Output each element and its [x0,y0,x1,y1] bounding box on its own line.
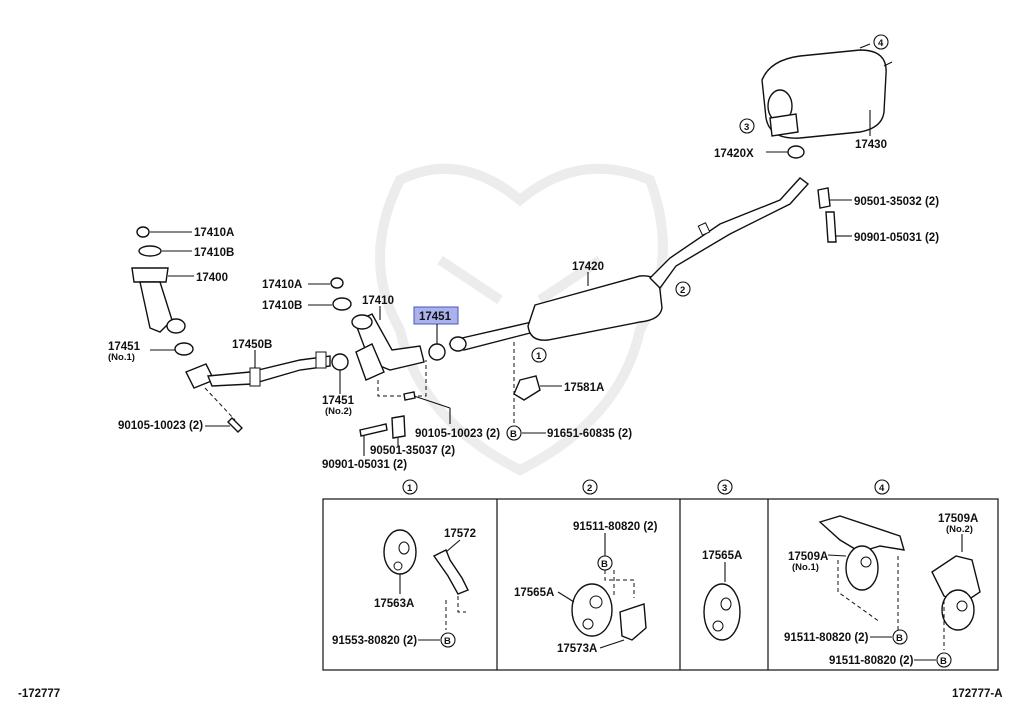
callout-B-diagram-text: B [510,429,517,440]
box3-hanger-17565A[interactable] [703,583,741,641]
box1-label-17572: 17572 [444,528,476,540]
label-90501-35037: 90501-35037 (2) [370,445,455,457]
label-17400: 17400 [196,272,228,284]
front-pipe-17450B[interactable] [185,351,331,389]
box4-callout-B-a-text: B [896,633,903,644]
gasket-17451-no2[interactable] [331,353,349,371]
box4-callout-B-a [892,629,908,645]
callout-3-diagram-text: 3 [744,122,749,133]
callout-3-box-text: 3 [722,483,727,494]
gasket-17410B[interactable] [332,297,352,311]
callout-4-diagram [873,34,889,50]
label-17420X: 17420X [714,148,754,160]
callout-4-box [874,479,890,495]
box1-callout-B-text: B [444,636,451,647]
callout-1-box [402,479,418,495]
label-17410B-mid: 17410B [262,300,302,312]
bolt-90901-right[interactable] [825,211,837,243]
spring-90501-35032[interactable] [817,187,831,209]
bolt-90105-mid[interactable] [403,391,416,401]
bolt-90901-left[interactable] [359,423,388,437]
footer-left-code: -172777 [18,688,60,700]
label-17410B-top: 17410B [194,247,234,259]
label-90901-right: 90901-05031 (2) [854,232,939,244]
catalytic-converter-17400[interactable] [131,226,194,356]
box4-label-17509A-no2-sub: (No.2) [946,524,973,535]
box4-label-91511-b: 91511-80820 (2) [829,655,914,667]
label-90901-left: 90901-05031 (2) [322,459,407,471]
box4-label-17509A-no1-sub: (No.1) [792,562,819,573]
label-17451-no1-sub: (No.1) [108,352,135,363]
label-17450B: 17450B [232,339,272,351]
callout-1-diagram [531,347,547,363]
center-pipe-17410[interactable] [351,313,425,381]
callout-3-box [717,479,733,495]
box1-hanger-17563A[interactable] [383,529,417,575]
label-17410: 17410 [362,295,394,307]
box2-label-17573A: 17573A [557,643,597,655]
watermark-mascot [375,163,668,476]
box2-callout-B-text: B [601,559,608,570]
box2-hanger-17565A[interactable] [571,583,613,637]
box4-label-17509A-no2: 17509A [938,513,978,525]
box4-callout-B-b-text: B [940,656,947,667]
box4-label-91511-a: 91511-80820 (2) [784,632,869,644]
label-17581A: 17581A [564,382,604,394]
label-17430: 17430 [855,139,887,151]
label-17451-highlighted: 17451 [419,311,452,323]
callout-4-box-text: 4 [879,483,885,494]
box4-bracket-17509A-no2[interactable] [931,555,981,631]
box2-label-91511: 91511-80820 (2) [573,521,658,533]
callout-3-diagram [739,118,755,134]
callout-1-diagram-text: 1 [536,351,542,362]
box2-bracket-17573A[interactable] [619,603,647,641]
nut-17410A[interactable] [330,277,344,289]
box1-label-91553: 91553-80820 (2) [332,635,417,647]
main-muffler-17420[interactable] [448,177,810,352]
box3-label-17565A: 17565A [702,550,742,562]
hanger-bracket-17581A[interactable] [513,375,541,401]
gasket-17420X[interactable] [787,145,805,159]
label-17451-no1: 17451 [108,341,141,353]
label-17420: 17420 [572,261,604,273]
tail-muffler-17430[interactable] [761,43,893,139]
callout-1-box-text: 1 [407,483,413,494]
box4-callout-B-b [936,652,952,668]
callout-2-diagram-text: 2 [680,285,685,296]
label-17451-no2: 17451 [322,395,355,407]
label-90501-35032: 90501-35032 (2) [854,196,939,208]
callout-2-diagram [675,281,691,297]
label-90105-mid: 90105-10023 (2) [415,428,500,440]
box1-bracket-17572[interactable] [432,549,469,595]
spring-90501-35037[interactable] [391,415,406,439]
label-17410A-top: 17410A [194,227,234,239]
label-17410A-mid: 17410A [262,279,302,291]
label-91651: 91651-60835 (2) [547,428,632,440]
box4-label-17509A-no1: 17509A [788,551,828,563]
gasket-17451-highlighted[interactable] [428,343,446,361]
box4-bracket-17509A-no1[interactable] [818,515,905,591]
box1-label-17563A: 17563A [374,598,414,610]
callout-4-diagram-text: 4 [878,38,884,49]
footer-right-code: 172777-A [952,688,1003,700]
label-90105-left: 90105-10023 (2) [118,420,203,432]
callout-B-diagram [506,425,522,441]
label-17451-no2-sub: (No.2) [325,406,352,417]
callout-2-box-text: 2 [587,483,592,494]
box1-callout-B [440,632,456,648]
detail-panel [322,498,999,671]
box2-label-17565A: 17565A [514,587,554,599]
callout-2-box [582,479,598,495]
highlight-17451[interactable] [413,306,459,325]
